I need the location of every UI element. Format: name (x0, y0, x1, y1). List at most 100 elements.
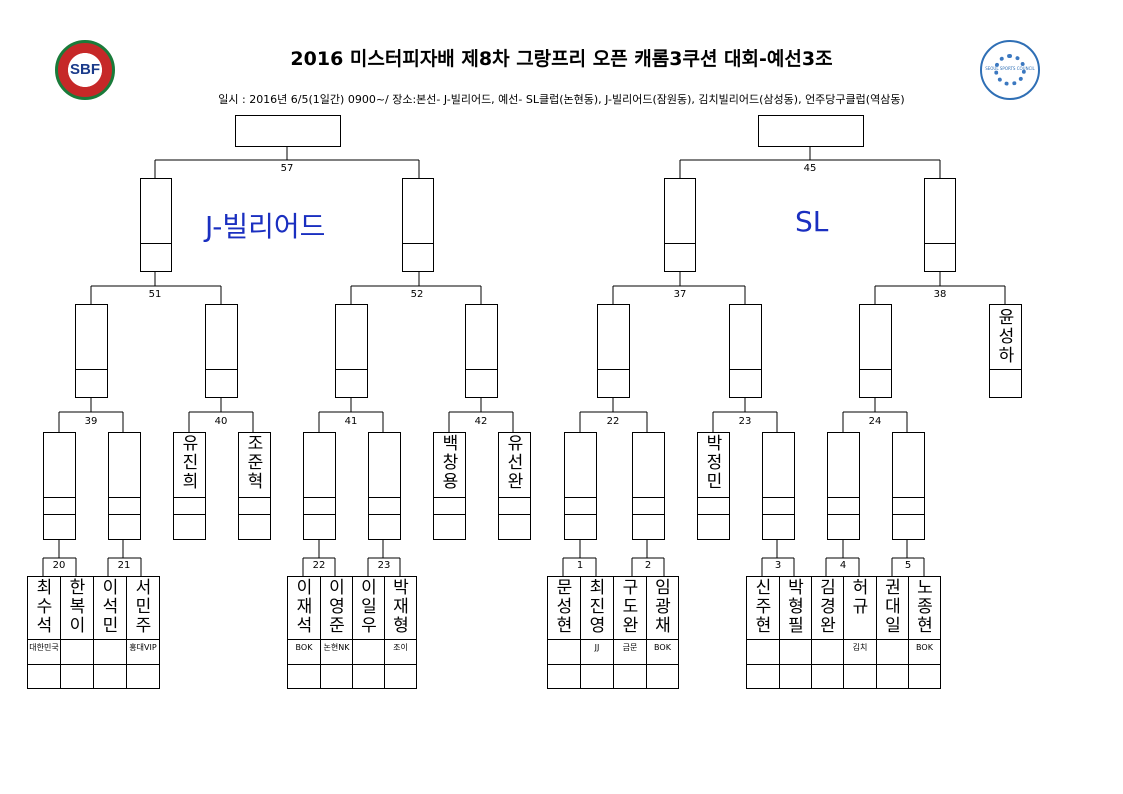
match-number: 37 (673, 289, 687, 300)
bracket-slot (75, 304, 108, 398)
match-number: 39 (84, 416, 98, 427)
player-name: 이재석 (296, 578, 313, 636)
player-name: 김경완 (820, 578, 836, 636)
player-name: 유선완 (507, 434, 524, 492)
venue-label-left: J-빌리어드 (205, 210, 326, 243)
bracket-slot (827, 432, 860, 540)
match-number: 51 (148, 289, 162, 300)
match-number: 38 (933, 289, 947, 300)
bracket-slot (892, 432, 925, 540)
match-number: 24 (868, 416, 882, 427)
bracket-slot: 유선완 (498, 432, 531, 540)
player-affiliation: BOK (916, 643, 933, 652)
player-affiliation: BOK (654, 643, 671, 652)
player-name: 이영준 (329, 578, 345, 636)
player-name: 신주현 (755, 578, 772, 636)
sbf-logo-text: SBF (70, 61, 100, 78)
bracket-slot (597, 304, 630, 398)
bracket-slot (335, 304, 368, 398)
player-cell: 권대일 (876, 576, 909, 689)
player-cell: 신주현 (746, 576, 780, 689)
player-name: 유진희 (182, 434, 199, 492)
bracket-slot (664, 178, 696, 272)
bracket-slot: 조준혁 (238, 432, 271, 540)
player-name: 허 규 (852, 578, 869, 617)
player-cell: 김경완 (811, 576, 844, 689)
bracket-slot: 박정민 (697, 432, 730, 540)
player-name: 박재형 (393, 578, 409, 636)
bracket-slot (632, 432, 665, 540)
council-emblem-icon (994, 54, 1026, 86)
bracket-slot-seeded: 윤성하 (989, 304, 1022, 398)
player-affiliation: 대한민국 (29, 643, 59, 652)
player-cell: 노종현 BOK (908, 576, 941, 689)
bracket-slot (303, 432, 336, 540)
player-name: 한복이 (69, 578, 86, 636)
event-info: 일시 : 2016년 6/5(1일간) 0900~/ 장소:본선- J-빌리어드… (218, 93, 905, 106)
seoul-sports-council-logo: SEOUL SPORTS COUNCIL (980, 40, 1040, 100)
player-name: 노종현 (917, 578, 933, 636)
match-number: 45 (803, 163, 817, 174)
player-cell: 한복이 (60, 576, 94, 689)
winner-slot-right (758, 115, 864, 147)
player-name: 이석민 (102, 578, 119, 636)
bracket-slot (402, 178, 434, 272)
player-name: 최진영 (589, 578, 606, 636)
match-number: 22 (312, 560, 326, 571)
player-name: 박형필 (788, 578, 804, 636)
bracket-slot (564, 432, 597, 540)
player-affiliation: BOK (295, 643, 313, 652)
player-cell: 이일우 (352, 576, 385, 689)
player-cell: 문성현 (547, 576, 581, 689)
bracket-slot: 백창용 (433, 432, 466, 540)
match-number: 1 (576, 560, 584, 571)
player-name: 이일우 (361, 578, 377, 636)
player-affiliation: 조이 (393, 643, 408, 652)
match-number: 2 (644, 560, 652, 571)
player-affiliation: 홍대VIP (129, 643, 157, 652)
player-affiliation: JJ (594, 643, 600, 652)
bracket-slot (859, 304, 892, 398)
match-number: 4 (839, 560, 847, 571)
player-cell: 이석민 (93, 576, 127, 689)
player-name: 서민주 (135, 578, 152, 636)
player-name: 최수석 (36, 578, 53, 636)
bracket-slot (924, 178, 956, 272)
player-cell: 이재석 BOK (287, 576, 321, 689)
bracket-slot (205, 304, 238, 398)
seoul-sports-council-logo-text: SEOUL SPORTS COUNCIL (985, 66, 1035, 71)
match-number: 23 (738, 416, 752, 427)
player-name: 조준혁 (247, 434, 264, 492)
bracket-slot (729, 304, 762, 398)
match-number: 23 (377, 560, 391, 571)
sbf-logo: SBF (55, 40, 115, 100)
player-affiliation: 김치 (852, 643, 868, 652)
bracket-slot (108, 432, 141, 540)
player-affiliation: 논현NK (323, 643, 350, 652)
match-number: 5 (904, 560, 912, 571)
player-name: 박정민 (706, 434, 723, 492)
player-name: 윤성하 (998, 308, 1015, 366)
match-number: 21 (117, 560, 131, 571)
venue-label-right: SL (795, 205, 829, 238)
player-affiliation: 금문 (622, 643, 638, 652)
bracket-slot (140, 178, 172, 272)
player-name: 백창용 (442, 434, 459, 492)
match-number: 41 (344, 416, 358, 427)
match-number: 52 (410, 289, 424, 300)
player-name: 문성현 (556, 578, 573, 636)
bracket-slot (762, 432, 795, 540)
winner-slot-left (235, 115, 341, 147)
player-cell: 최진영 JJ (580, 576, 614, 689)
bracket-slot (43, 432, 76, 540)
player-name: 구도완 (622, 578, 639, 636)
match-number: 40 (214, 416, 228, 427)
bracket-slot (368, 432, 401, 540)
match-number: 57 (280, 163, 294, 174)
